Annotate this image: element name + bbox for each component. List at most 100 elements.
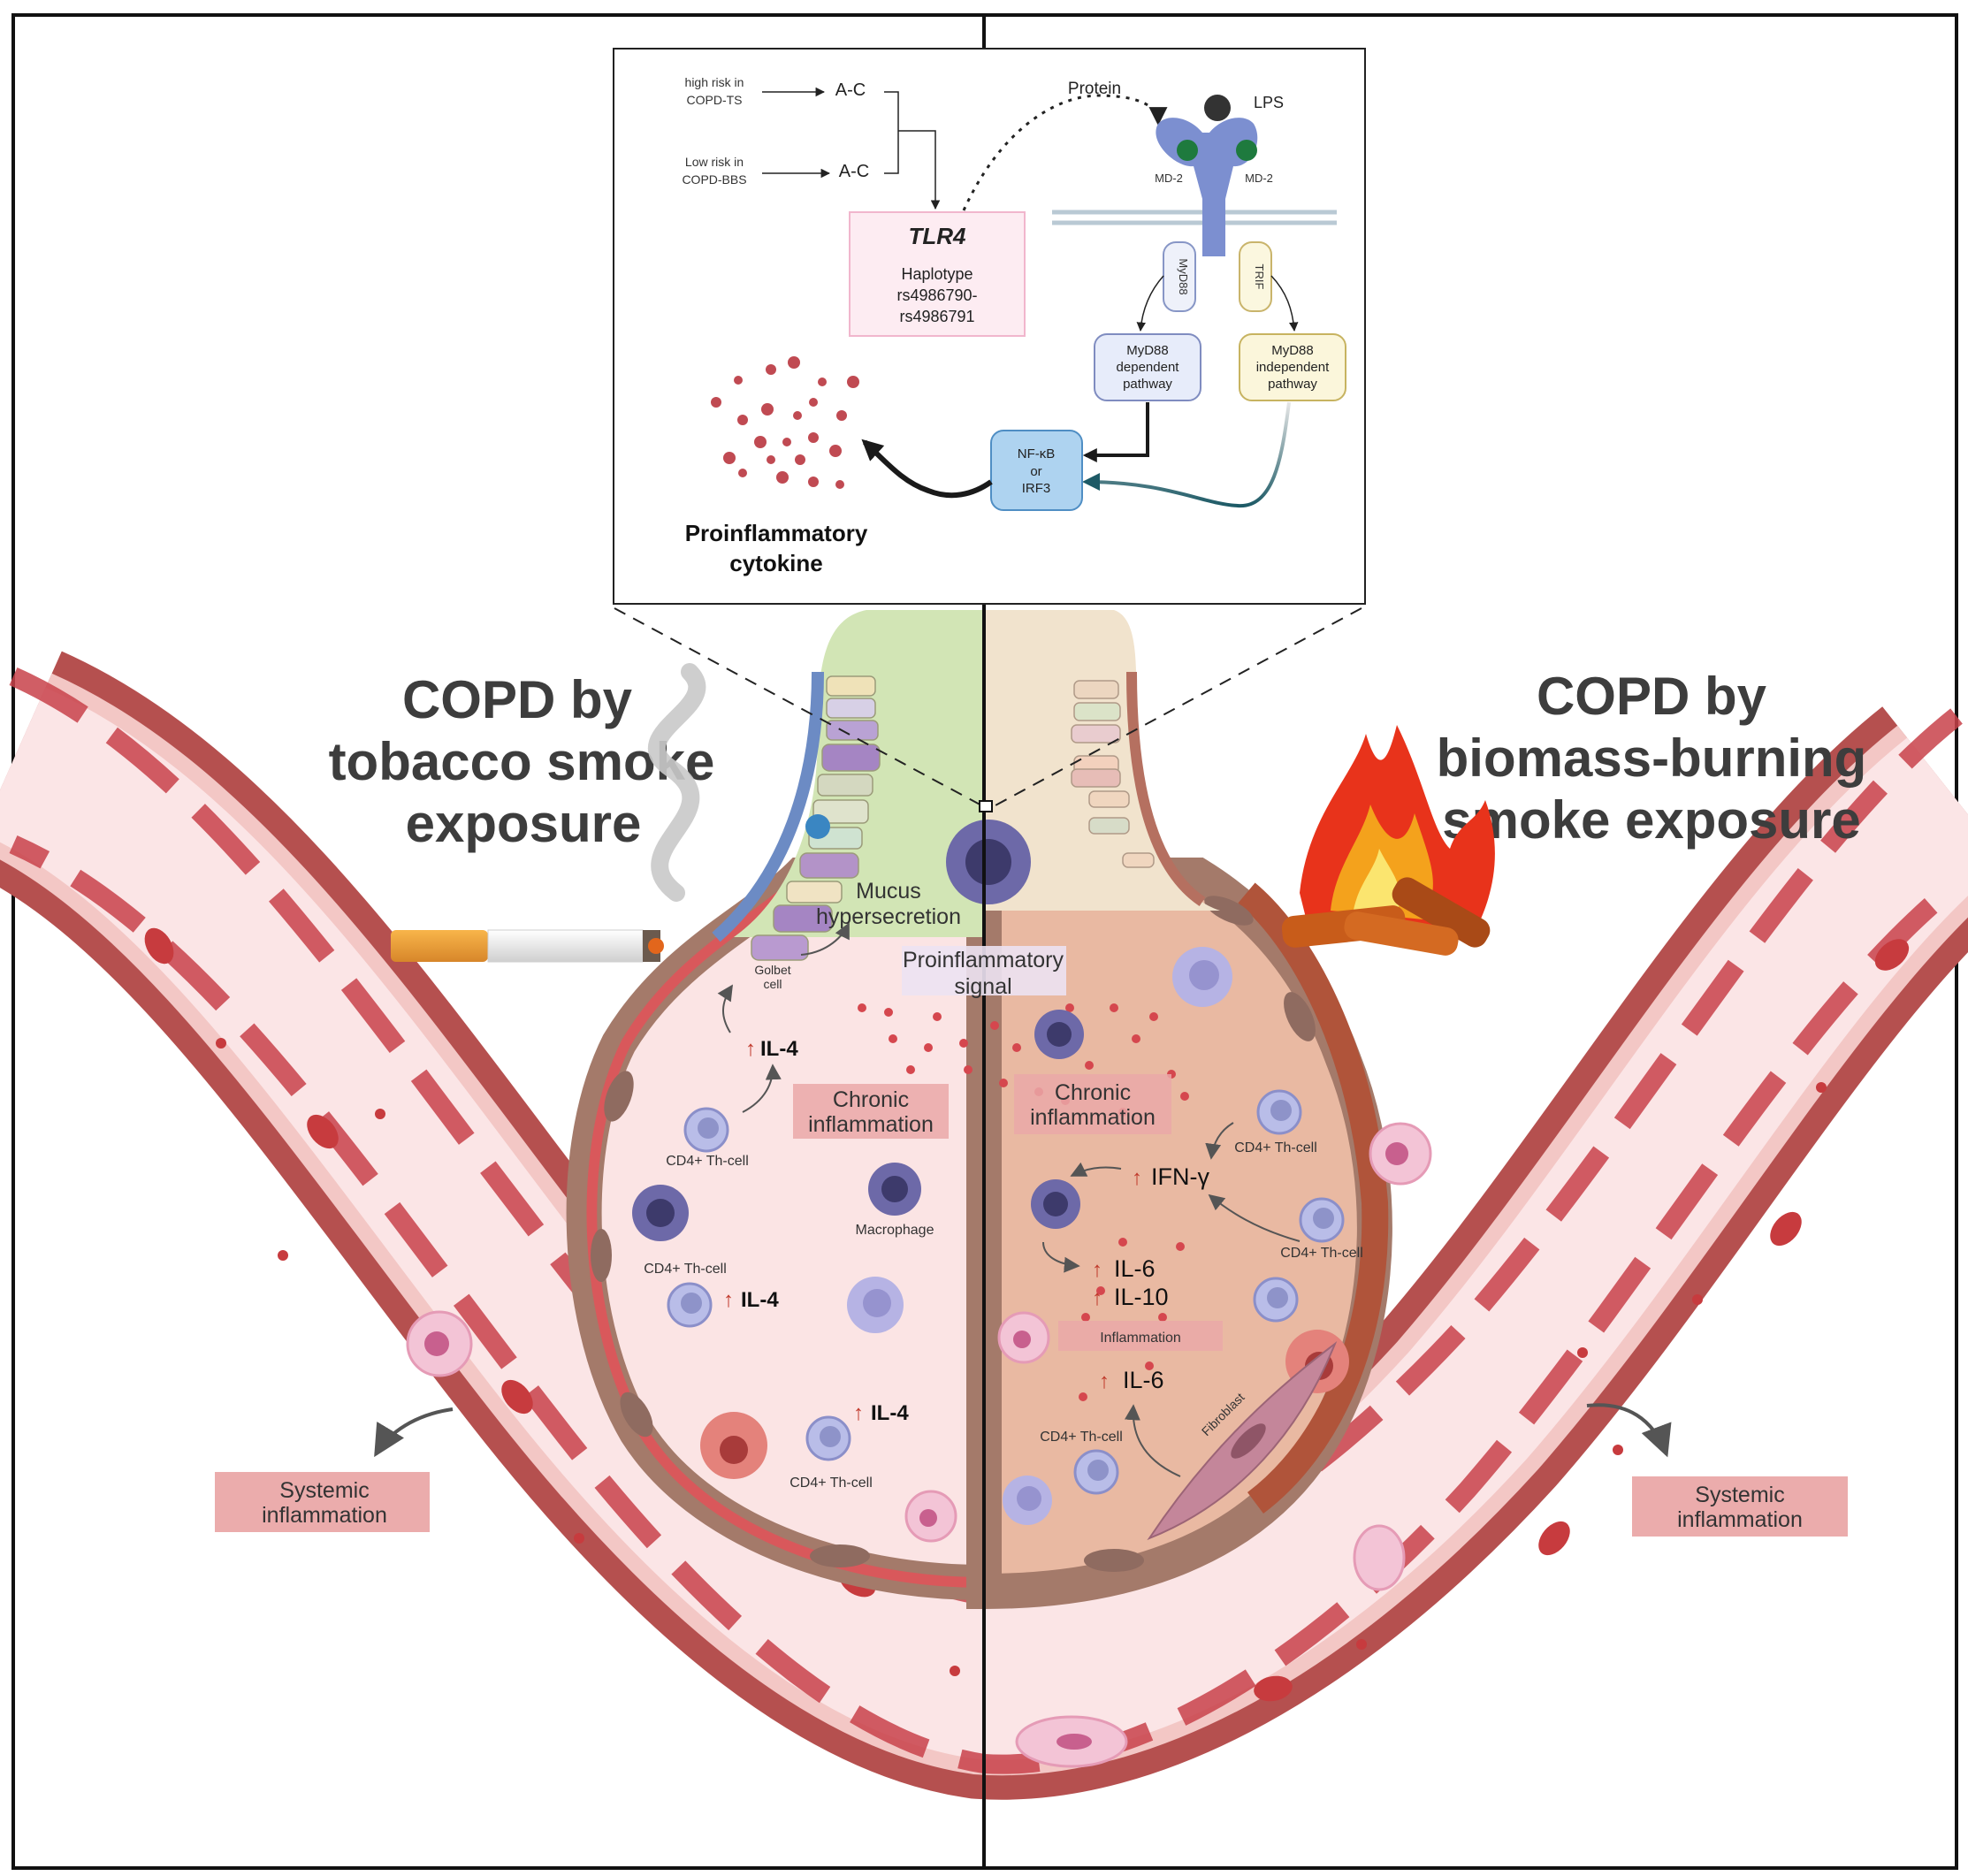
risk-low-line-1: Low risk in: [685, 155, 744, 169]
il4-up-arrow-3: ↑: [853, 1401, 864, 1425]
macrophage-label: Macrophage: [856, 1223, 934, 1238]
cytokine-dot: [906, 1065, 915, 1074]
cytokine-dot: [990, 1021, 999, 1030]
cytokine-dot: [766, 364, 776, 375]
red-blood-cell: [1577, 1347, 1588, 1358]
il6-up-arrow-1: ↑: [1092, 1258, 1102, 1282]
right-cd4-label-1: CD4+ Th-cell: [1234, 1140, 1317, 1155]
tlr4-receptor-icon: [1052, 95, 1337, 256]
cytokine-dot: [776, 471, 789, 484]
cytokine-dot: [1065, 1003, 1074, 1012]
zoom-connectors: [614, 607, 1362, 807]
il10-label: IL-10: [1114, 1284, 1169, 1310]
myd88-dependent-line-2: dependent: [1117, 360, 1180, 375]
il6-label-2: IL-6: [1123, 1367, 1164, 1393]
cytokine-dot: [1096, 1286, 1105, 1295]
cytokine-dot: [858, 1003, 866, 1012]
myd88-dependent-line-1: MyD88: [1126, 343, 1169, 358]
cytokine-dot: [847, 376, 859, 388]
red-blood-cell: [950, 1666, 960, 1676]
left-systemic-line-1: Systemic: [279, 1478, 369, 1503]
cytokine-dot: [884, 1008, 893, 1017]
cytokine-dot: [711, 397, 721, 408]
cigarette-icon: [391, 663, 706, 963]
red-blood-cell: [1356, 1639, 1367, 1650]
goblet-line-2: cell: [763, 977, 782, 991]
zoom-marker: [979, 800, 993, 812]
cytokine-line-2: cytokine: [729, 550, 823, 576]
cytokine-dot: [836, 410, 847, 421]
cytokine-dot: [1132, 1034, 1140, 1043]
cytokine-dot: [793, 411, 802, 420]
protein-label: Protein: [1068, 80, 1121, 98]
red-blood-cell: [307, 1114, 339, 1149]
cytokine-dot: [889, 1034, 897, 1043]
cytokine-dot: [761, 403, 774, 416]
cytokine-dot: [999, 1079, 1008, 1087]
tlr4-inset: high risk in COPD-TS Low risk in COPD-BB…: [613, 48, 1366, 605]
cytokine-dot: [1118, 1238, 1127, 1247]
right-systemic-line-1: Systemic: [1695, 1483, 1784, 1507]
goblet-line-1: Golbet: [754, 963, 790, 977]
lps-label: LPS: [1254, 94, 1284, 111]
cytokine-dot: [767, 455, 775, 464]
right-title-line-2: biomass-burning: [1437, 728, 1867, 788]
left-systemic-line-2: inflammation: [262, 1503, 387, 1528]
il6-up-arrow-2: ↑: [1099, 1369, 1110, 1393]
gene-name: TLR4: [909, 223, 967, 249]
cytokine-dot: [782, 438, 791, 446]
red-blood-cell: [1538, 1521, 1570, 1556]
md2-left: MD-2: [1155, 172, 1183, 185]
red-blood-cell: [501, 1379, 533, 1415]
signal-line-2: signal: [954, 974, 1011, 999]
bronchiole-mucosa: [712, 610, 1220, 961]
myd88-independent-line-3: pathway: [1268, 377, 1317, 392]
signal-line-1: Proinflammatory: [903, 948, 1064, 972]
nfkb-line-1: NF-κB: [1018, 446, 1056, 461]
right-title: COPD by biomass-burning smoke exposure: [1437, 667, 1867, 850]
cytokine-dot: [788, 356, 800, 369]
left-panel: Mucus hypersecretion Golbet cell ↑ IL-4 …: [215, 879, 961, 1543]
allele-low: A-C: [839, 162, 869, 181]
red-blood-cell: [574, 1533, 584, 1544]
cytokine-dot: [1081, 1313, 1090, 1322]
cytokine-dot: [959, 1039, 968, 1048]
cytokine-dot: [1079, 1392, 1087, 1401]
cytokine-dot: [795, 454, 805, 465]
red-blood-cell: [1770, 1211, 1802, 1247]
myd88-adaptor-label: MyD88: [1177, 258, 1190, 294]
right-title-line-1: COPD by: [1537, 667, 1767, 726]
left-title-line-3: exposure: [406, 794, 642, 853]
left-chronic-line-2: inflammation: [808, 1112, 934, 1137]
left-cd4-label-1: CD4+ Th-cell: [666, 1154, 749, 1169]
il4-up-arrow-2: ↑: [723, 1288, 734, 1312]
md2-right: MD-2: [1245, 172, 1273, 185]
il4-label-3: IL-4: [871, 1401, 909, 1425]
il10-up-arrow: ↑: [1092, 1286, 1102, 1310]
haplotype-line-1: Haplotype: [901, 265, 973, 283]
cytokine-dot: [1110, 1003, 1118, 1012]
red-blood-cell: [216, 1038, 226, 1049]
left-chronic-line-1: Chronic: [833, 1087, 909, 1112]
right-chronic-line-1: Chronic: [1055, 1080, 1131, 1105]
cytokine-dot: [734, 376, 743, 385]
risk-high-line-1: high risk in: [685, 75, 744, 89]
cytokine-dot: [808, 477, 819, 487]
right-systemic-line-2: inflammation: [1677, 1507, 1803, 1532]
cytokine-dots: [711, 356, 859, 489]
right-title-line-3: smoke exposure: [1442, 790, 1861, 850]
nfkb-line-3: IRF3: [1022, 481, 1051, 496]
red-blood-cell: [1254, 1675, 1293, 1702]
cytokine-dot: [924, 1043, 933, 1052]
cytokine-dot: [1085, 1061, 1094, 1070]
il4-label-2: IL-4: [741, 1288, 779, 1312]
ifn-up-arrow: ↑: [1132, 1166, 1142, 1190]
red-blood-cell: [1816, 1082, 1827, 1093]
cytokine-dot: [1149, 1012, 1158, 1021]
cytokine-dot: [809, 398, 818, 407]
right-chronic-line-2: inflammation: [1030, 1105, 1156, 1130]
il6-label-1: IL-6: [1114, 1255, 1156, 1282]
red-blood-cell: [1613, 1445, 1623, 1455]
risk-high-line-2: COPD-TS: [687, 93, 743, 107]
